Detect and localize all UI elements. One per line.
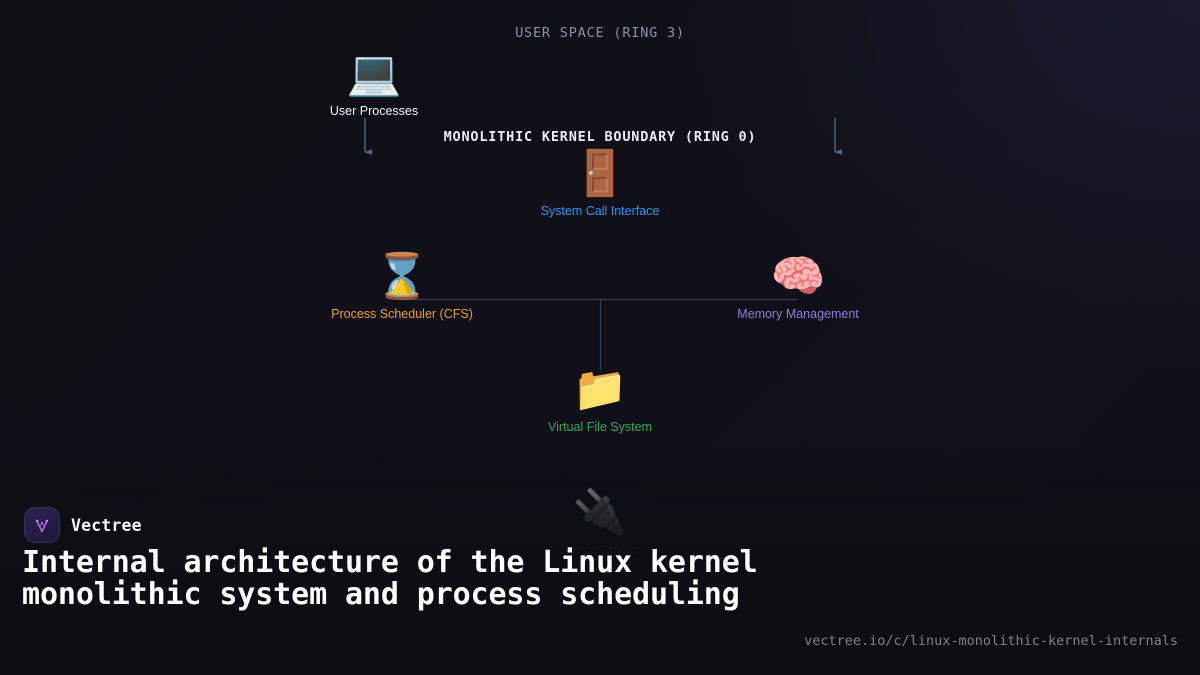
node-virtual-file-system[interactable]: 📁 Virtual File System (490, 364, 710, 435)
node-label-virtual-file-system: Virtual File System (548, 420, 652, 434)
node-label-memory-management: Memory Management (737, 307, 859, 321)
permalink: vectree.io/c/linux-monolithic-kernel-int… (804, 633, 1178, 649)
node-system-call-interface[interactable]: 🚪 System Call Interface (490, 148, 710, 219)
door-icon: 🚪 (572, 148, 628, 199)
section-label-kernel-boundary: MONOLITHIC KERNEL BOUNDARY (RING 0) (443, 129, 757, 145)
node-label-process-scheduler: Process Scheduler (CFS) (331, 307, 473, 321)
headline: Internal architecture of the Linux kerne… (22, 545, 758, 612)
vectree-logo-icon (24, 507, 60, 543)
bottom-banner: Vectree Internal architecture of the Lin… (0, 495, 1200, 675)
node-label-system-call-interface: System Call Interface (540, 204, 660, 218)
node-memory-management[interactable]: 🧠 Memory Management (688, 251, 908, 322)
laptop-icon: 💻 (346, 48, 402, 99)
node-process-scheduler[interactable]: ⌛ Process Scheduler (CFS) (292, 251, 512, 322)
brand-row: Vectree (24, 507, 142, 543)
brand-name: Vectree (71, 515, 142, 535)
node-user-processes[interactable]: 💻 User Processes (264, 48, 484, 119)
node-label-user-processes: User Processes (329, 104, 419, 118)
section-label-user-space: USER SPACE (RING 3) (515, 25, 685, 41)
folder-icon: 📁 (572, 364, 628, 415)
brain-icon: 🧠 (770, 251, 826, 302)
hourglass-icon: ⌛ (374, 251, 430, 302)
